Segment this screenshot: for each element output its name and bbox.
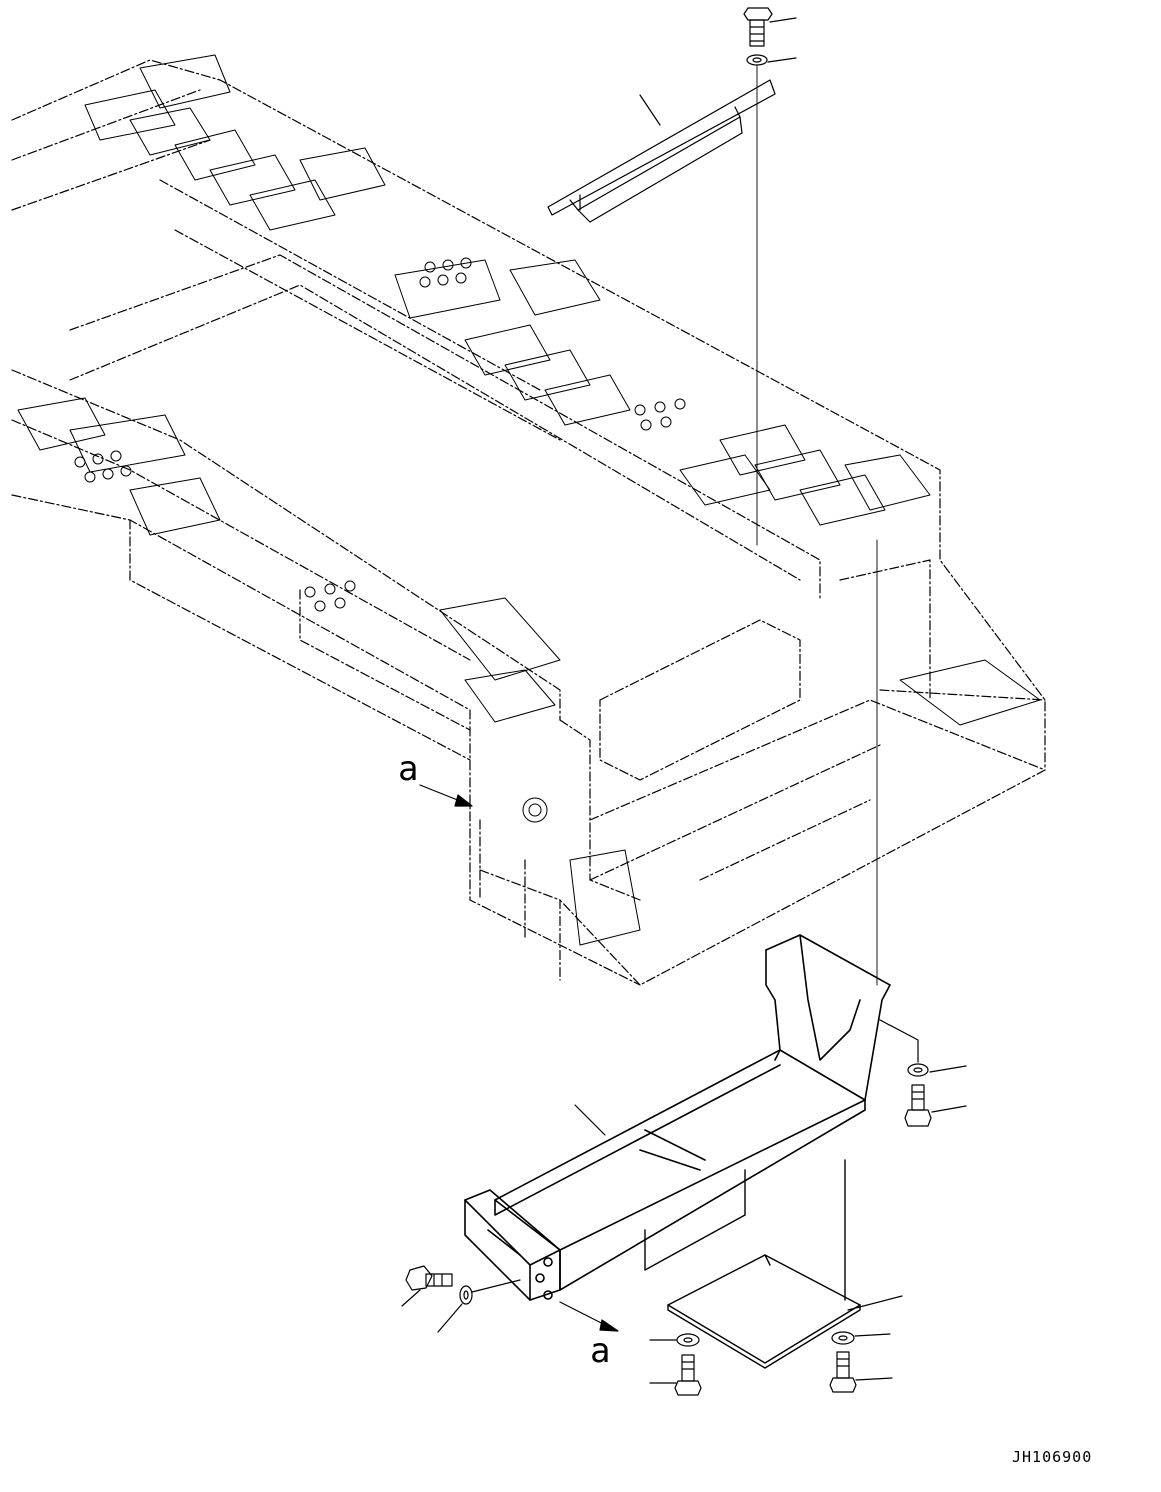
leader-step-frame bbox=[574, 1104, 606, 1136]
leader-angle-bracket bbox=[639, 94, 661, 126]
view-arrow-lower bbox=[559, 1301, 619, 1332]
assembly-lines bbox=[756, 65, 878, 986]
lower-right-washer bbox=[831, 1295, 903, 1345]
front-bolt bbox=[401, 1265, 453, 1307]
upper-angle-bracket bbox=[547, 79, 776, 223]
main-frame bbox=[11, 59, 1046, 986]
step-frame bbox=[464, 934, 891, 1301]
upper-washer bbox=[746, 54, 797, 66]
view-label-upper: a bbox=[398, 749, 418, 789]
view-label-lower: a bbox=[590, 1331, 610, 1371]
upper-bolt bbox=[743, 7, 797, 47]
view-arrow-upper bbox=[419, 784, 473, 807]
right-washer bbox=[879, 1019, 967, 1077]
lower-left-bolt bbox=[649, 1354, 702, 1396]
front-washer bbox=[437, 1279, 521, 1333]
frame-pads bbox=[17, 54, 1041, 946]
drawing-number: JH106900 bbox=[1012, 1448, 1092, 1466]
right-bolt bbox=[904, 1084, 967, 1127]
lower-left-washer bbox=[649, 1333, 700, 1347]
frame-bolt-holes bbox=[74, 257, 686, 823]
lower-right-bolt bbox=[829, 1351, 893, 1393]
step-plate bbox=[644, 1159, 861, 1369]
